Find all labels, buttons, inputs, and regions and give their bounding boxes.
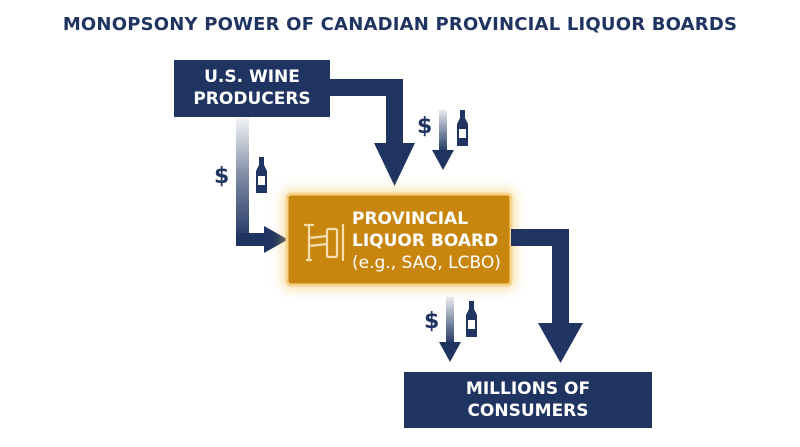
diagram-title: MONOPSONY POWER OF CANADIAN PROVINCIAL L… xyxy=(62,14,738,35)
producers-box xyxy=(174,60,330,117)
consumers-line1: MILLIONS OF xyxy=(465,379,591,399)
left-flow-arrow xyxy=(236,117,288,253)
board-line1: PROVINCIAL xyxy=(352,209,469,229)
bottle-icon xyxy=(466,301,477,337)
consumers-line2: CONSUMERS xyxy=(467,401,589,421)
bottle-icon xyxy=(256,157,267,193)
turnstile-icon xyxy=(303,223,345,262)
small-top-arrow xyxy=(432,110,454,170)
bottle-icon xyxy=(457,110,468,146)
board-line2: LIQUOR BOARD xyxy=(352,231,499,251)
producers-label: U.S. WINE PRODUCERS xyxy=(174,66,330,110)
producers-line1: U.S. WINE xyxy=(204,67,300,87)
dollar-label-bottom: $ xyxy=(424,309,440,334)
consumers-label: MILLIONS OF CONSUMERS xyxy=(404,378,652,422)
board-label: PROVINCIAL LIQUOR BOARD (e.g., SAQ, LCBO… xyxy=(352,208,502,274)
board-line3: (e.g., SAQ, LCBO) xyxy=(352,253,501,273)
producers-to-board-arrow xyxy=(330,79,415,186)
consumers-box xyxy=(404,372,652,428)
board-to-consumers-arrow xyxy=(511,229,583,363)
dollar-label-left: $ xyxy=(214,164,230,189)
producers-line2: PRODUCERS xyxy=(193,89,311,109)
small-bottom-arrow xyxy=(439,297,461,362)
dollar-label-top: $ xyxy=(417,114,433,139)
